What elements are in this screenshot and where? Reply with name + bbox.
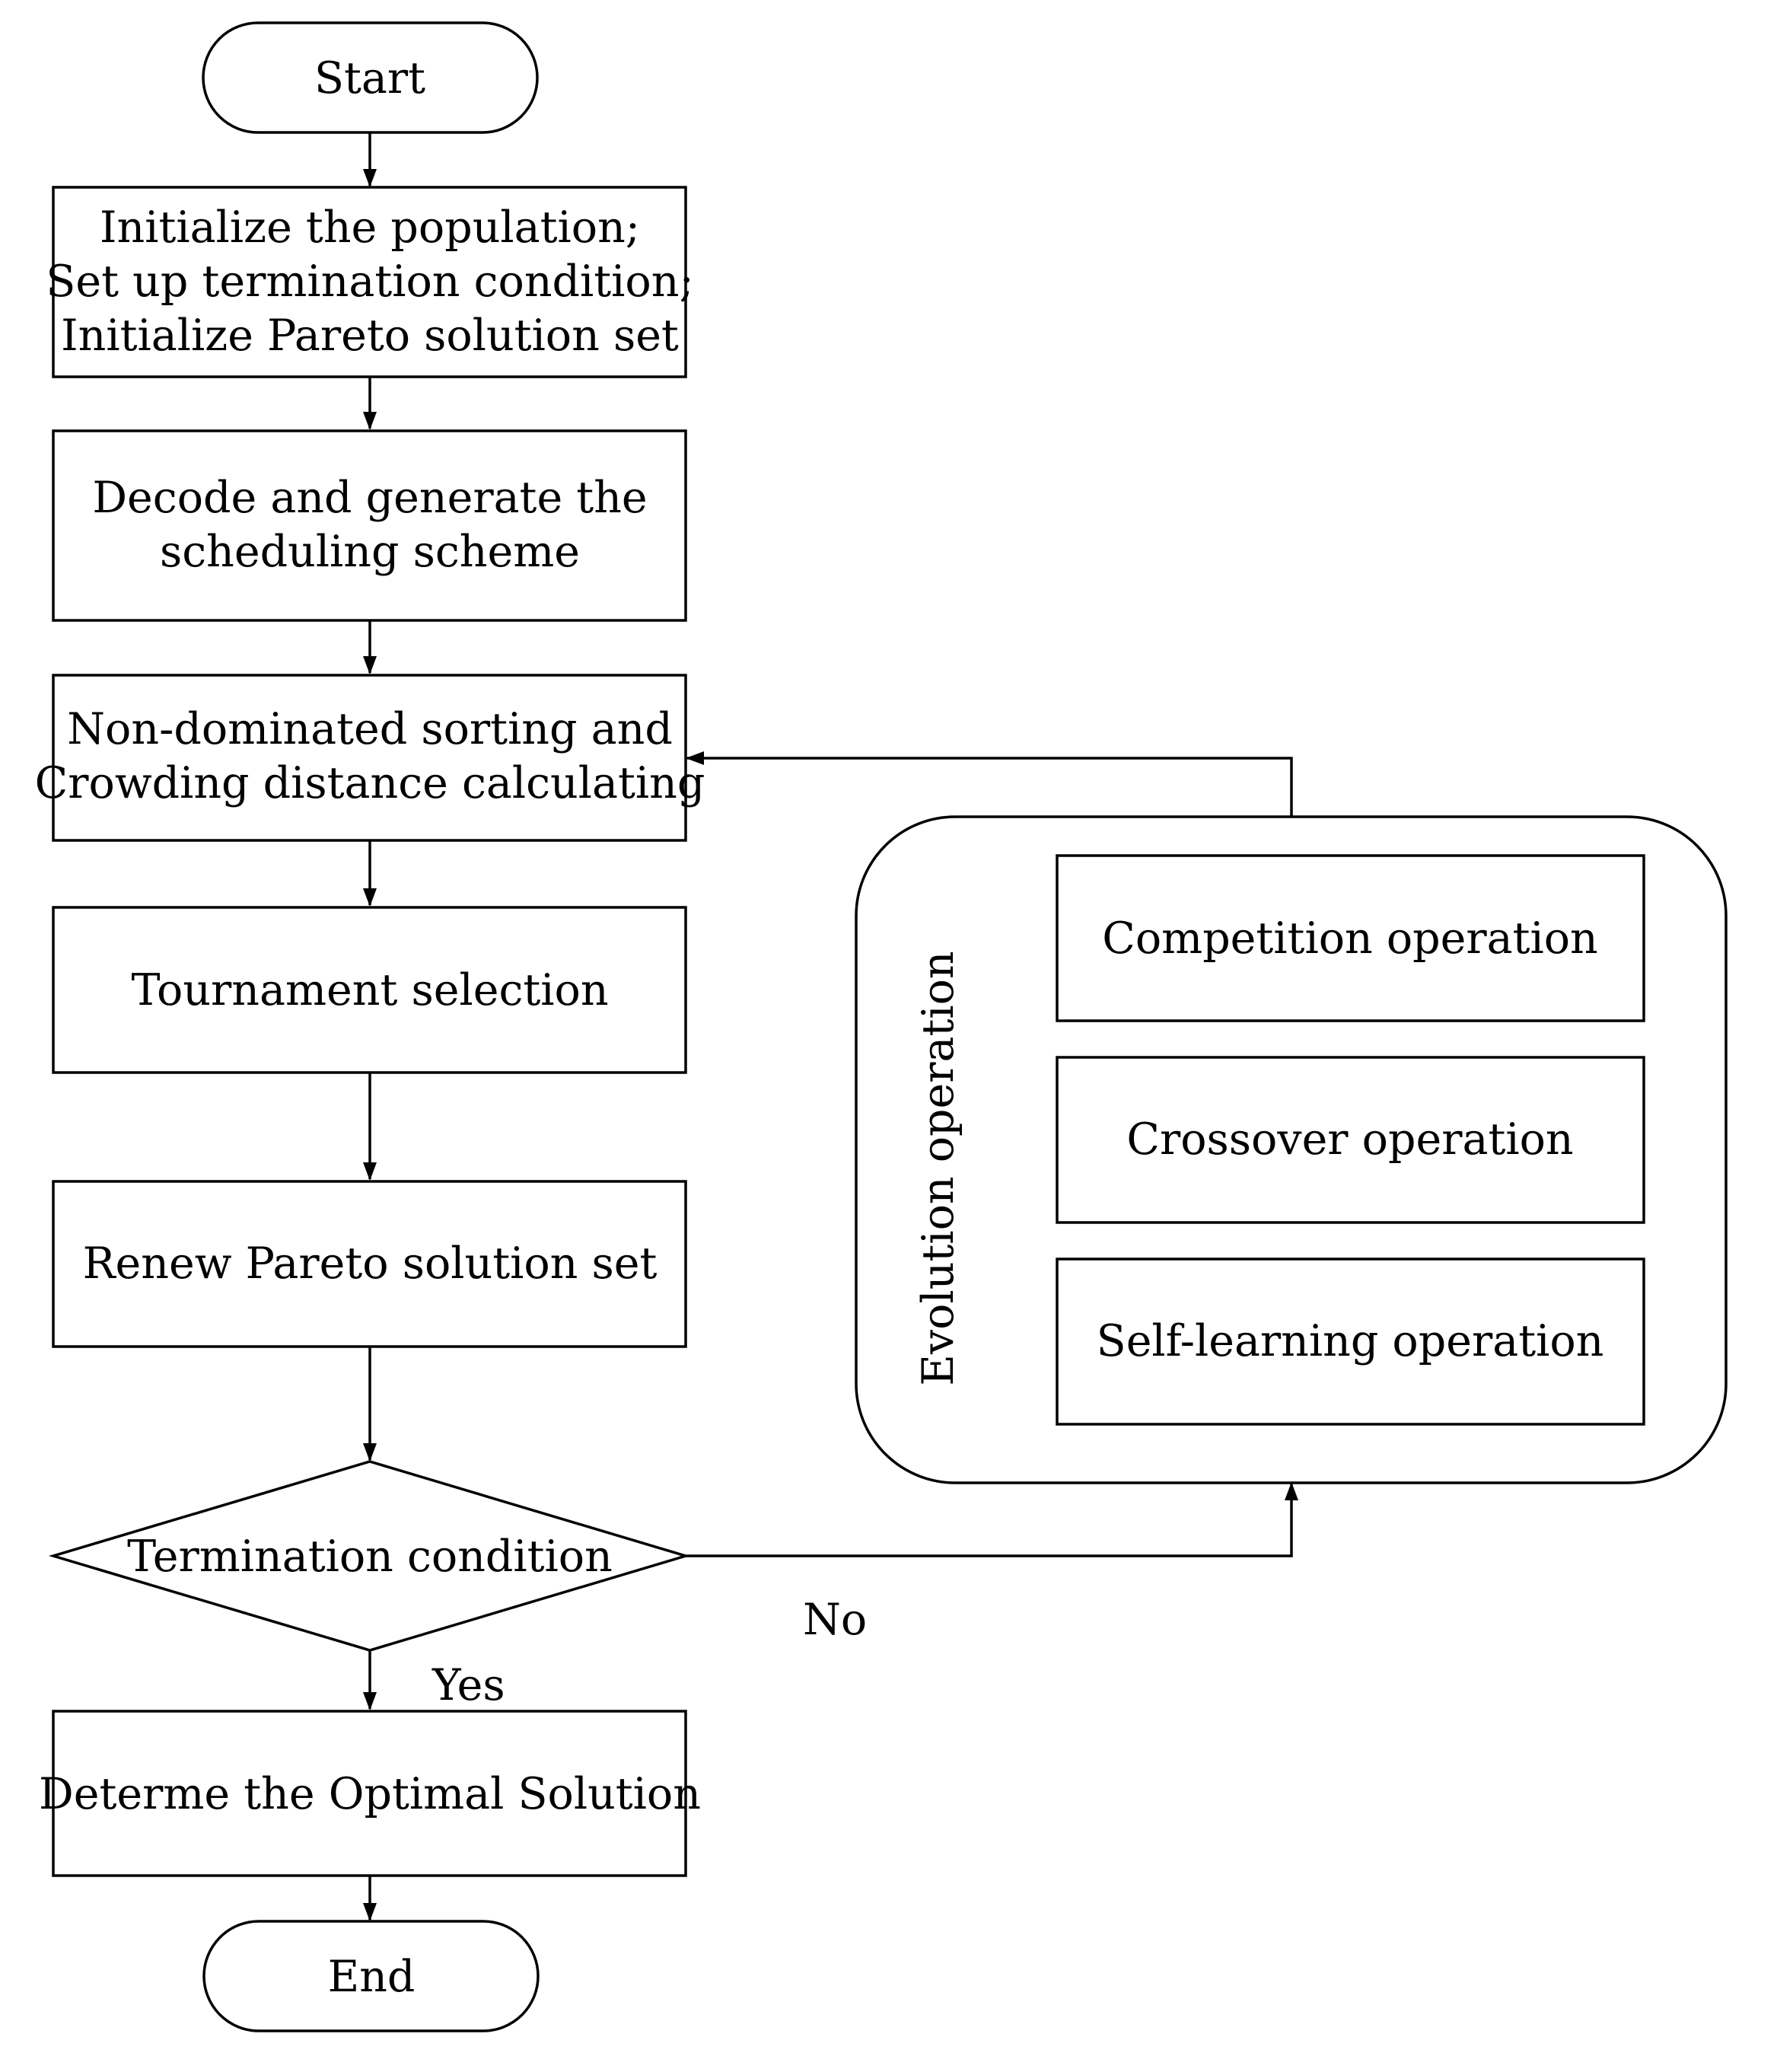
evolution-title: Evolution operation (913, 951, 963, 1385)
renew-label: Renew Pareto solution set (83, 1238, 658, 1289)
tournament-box: Tournament selection (52, 906, 687, 1074)
crossover-label: Crossover operation (1126, 1114, 1573, 1165)
crossover-box: Crossover operation (1056, 1056, 1645, 1224)
competition-label: Competition operation (1102, 913, 1598, 964)
start-label: Start (314, 53, 425, 104)
decode-line-2: scheduling scheme (160, 527, 580, 577)
decode-box: Decode and generate the scheduling schem… (52, 429, 687, 622)
determine-box: Determe the Optimal Solution (39, 1710, 701, 1877)
termination-decision: Termination condition (48, 1460, 691, 1652)
renew-box: Renew Pareto solution set (52, 1180, 687, 1348)
initialize-line-3: Initialize Pareto solution set (61, 311, 679, 361)
self-learning-box: Self-learning operation (1056, 1258, 1645, 1426)
no-label: No (803, 1595, 867, 1645)
sorting-box: Non-dominated sorting and Crowding dista… (35, 674, 705, 842)
yes-label: Yes (432, 1660, 505, 1710)
initialize-line-2: Set up termination condition; (46, 257, 693, 307)
arrow-evolution-to-sorting (686, 751, 1293, 817)
termination-label: Termination condition (127, 1532, 613, 1582)
initialize-box: Initialize the population; Set up termin… (46, 186, 694, 378)
evolution-group: Evolution operation Competition operatio… (855, 815, 1728, 1484)
tournament-label: Tournament selection (131, 965, 608, 1015)
arrow-no-to-evolution (686, 1482, 1298, 1557)
sorting-line-2: Crowding distance calculating (35, 758, 705, 808)
competition-box: Competition operation (1056, 854, 1645, 1022)
sorting-line-1: Non-dominated sorting and (67, 704, 673, 754)
determine-label: Determe the Optimal Solution (39, 1769, 701, 1819)
initialize-line-1: Initialize the population; (100, 202, 640, 253)
start-terminal: Start (202, 21, 539, 134)
end-terminal: End (202, 1920, 540, 2032)
self-learning-label: Self-learning operation (1097, 1316, 1604, 1366)
decode-line-1: Decode and generate the (92, 473, 647, 523)
end-label: End (328, 1952, 416, 2002)
